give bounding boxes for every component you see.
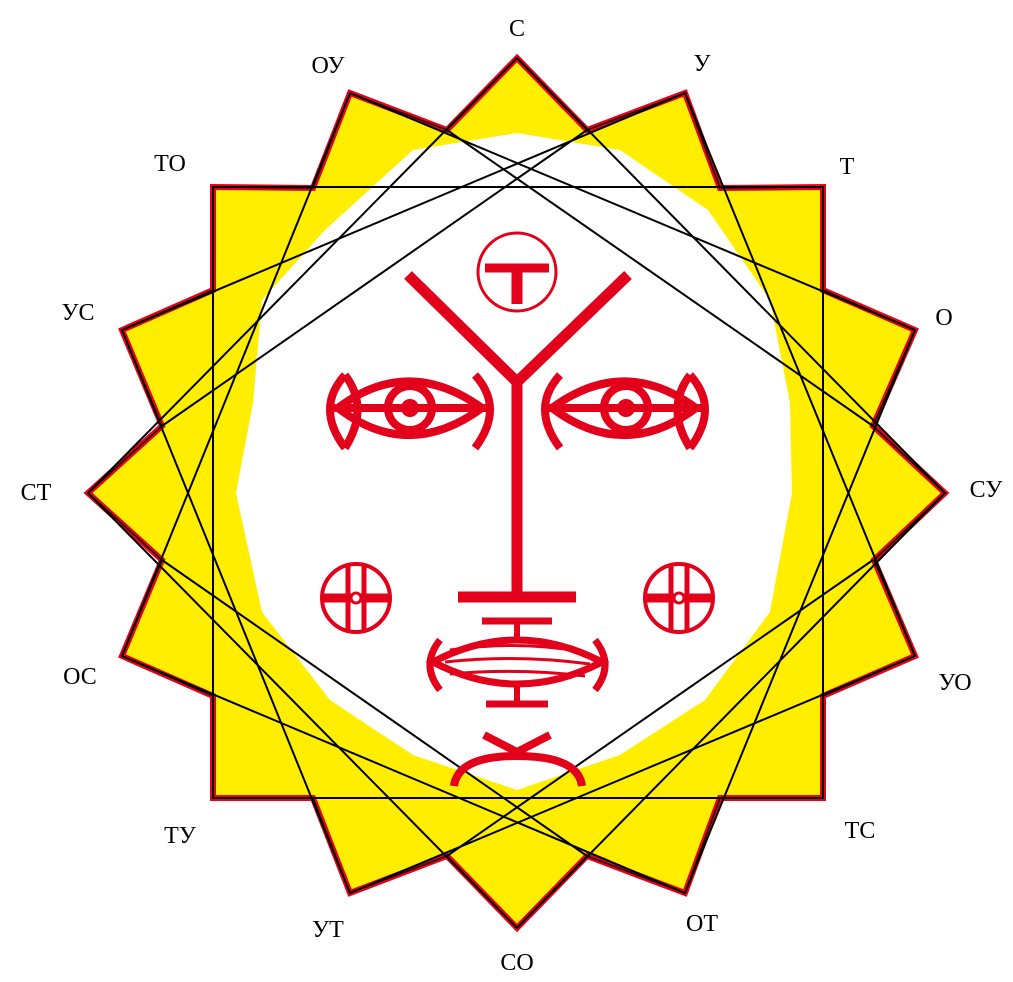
label-ou: ОУ xyxy=(312,54,345,78)
label-to: ТО xyxy=(154,152,186,176)
label-so: СО xyxy=(500,951,533,975)
label-us: УС xyxy=(62,301,95,325)
label-yo: УО xyxy=(938,671,971,695)
label-ts: ТС xyxy=(845,819,876,843)
label-ot: ОТ xyxy=(686,912,718,936)
label-s: С xyxy=(509,17,525,41)
label-u: У xyxy=(694,52,711,76)
label-t: Т xyxy=(840,155,855,179)
label-ut: УТ xyxy=(312,918,344,942)
label-os: ОС xyxy=(63,665,97,689)
label-st: СТ xyxy=(21,481,52,505)
label-tu: ТУ xyxy=(164,824,196,848)
label-o: О xyxy=(935,306,952,330)
label-su: СУ xyxy=(970,478,1003,502)
